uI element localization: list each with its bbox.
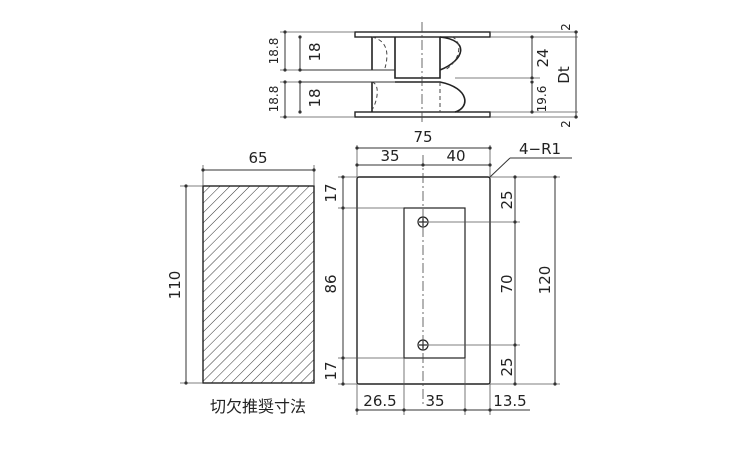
dim-top-gap-inner: 18 [306, 42, 324, 61]
dim-bottom-gap-inner: 18 [306, 88, 324, 107]
dim-cutout-height: 110 [166, 271, 184, 300]
dim-front-right-width: 40 [446, 147, 465, 165]
dim-cutout-width: 65 [248, 149, 267, 167]
dim-top-gap-outer: 18.8 [267, 38, 281, 65]
dim-front-top-margin: 17 [322, 183, 340, 202]
dim-front-hole-pitch: 70 [498, 274, 516, 293]
dim-bottom-gap-outer: 18.8 [267, 86, 281, 113]
side-lower-body [371, 81, 466, 113]
cutout-hatched-rect [202, 185, 315, 384]
dim-lower-height: 19.6 [535, 86, 549, 113]
dim-tick [402, 408, 406, 412]
side-lower-hidden [371, 81, 441, 112]
side-upper-hidden [371, 36, 460, 71]
corner-radius-note: 4−R1 [519, 140, 561, 158]
dim-plate-bottom: 2 [559, 120, 573, 128]
dim-front-lower-offset: 25 [498, 357, 516, 376]
dim-front-upper-offset: 25 [498, 190, 516, 209]
side-view: 18.8 18 18.8 18 24 19.6 Dt 2 2 [267, 22, 578, 128]
front-recess [403, 207, 466, 359]
dim-front-bottom-margin: 17 [322, 361, 340, 380]
dim-upper-height: 24 [534, 48, 552, 67]
dim-tick [513, 343, 517, 347]
dim-front-middle-height: 86 [322, 274, 340, 293]
leader-line [489, 157, 511, 178]
front-view: 75 35 40 4−R1 17 86 17 25 70 25 120 [322, 128, 572, 415]
dim-tick [488, 408, 492, 412]
dim-tick [341, 206, 345, 210]
dim-front-bottom-left: 26.5 [363, 392, 396, 410]
dim-tick [513, 220, 517, 224]
dim-tick [463, 408, 467, 412]
side-top-plate [354, 31, 491, 38]
cutout-caption: 切欠推奨寸法 [210, 397, 306, 416]
dim-front-total-height: 120 [536, 266, 554, 295]
dim-tick [355, 408, 359, 412]
dim-front-bottom-right: 13.5 [493, 392, 526, 410]
dim-front-bottom-mid: 35 [425, 392, 444, 410]
dim-front-total-width: 75 [413, 128, 432, 146]
cutout-view: 65 110 切欠推奨寸法 [166, 149, 316, 416]
dim-tick [341, 356, 345, 360]
dim-front-left-width: 35 [380, 147, 399, 165]
side-bottom-plate [354, 111, 491, 118]
side-upper-body [371, 36, 462, 79]
dim-total-dt: Dt [555, 66, 573, 84]
dim-plate-top: 2 [559, 23, 573, 31]
